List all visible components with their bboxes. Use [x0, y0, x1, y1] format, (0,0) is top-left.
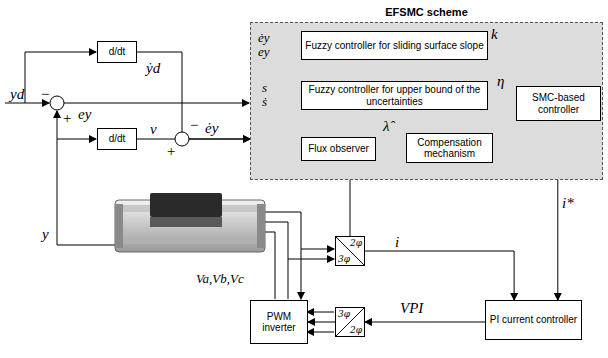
node-text: 3φ — [338, 254, 350, 264]
signal-label: Va,Vb,Vc — [196, 272, 244, 286]
node-text: PWM inverter — [251, 311, 307, 334]
signal-label: − — [189, 117, 199, 134]
transform-box: 3φ2φ — [335, 307, 365, 337]
node-text: 2φ — [350, 325, 362, 335]
node-text: Compensation mechanism — [407, 137, 492, 160]
signal-label: + — [166, 143, 176, 160]
signal-connector — [137, 139, 250, 140]
node-text: SMC-based controller — [517, 92, 600, 115]
signal-label: ėy — [205, 120, 218, 137]
signal-label: yd — [10, 86, 24, 103]
node-text: 2φ — [350, 238, 362, 248]
summing-junction — [50, 96, 64, 110]
efsmc-region: EFSMC schemeFuzzy controller for sliding… — [250, 22, 603, 180]
edge-label: VPI — [400, 300, 423, 317]
edge-label: η — [497, 73, 504, 90]
pwm-inverter-box: PWM inverter — [250, 300, 308, 344]
signal-label: + — [62, 110, 72, 127]
edge-label: i — [395, 234, 399, 251]
node-text: d/dt — [106, 46, 129, 58]
signal-label: s — [262, 81, 267, 95]
edge-label: λ̂ — [383, 118, 390, 135]
node-text: PI current controller — [487, 314, 580, 326]
derivative-block: d/dt — [97, 41, 137, 63]
signal-label: ẏd — [146, 60, 160, 77]
fuzzy-slope-box: Fuzzy controller for sliding surface slo… — [301, 31, 488, 60]
transform-box: 2φ3φ — [335, 236, 365, 266]
signal-connector — [308, 322, 335, 323]
node-text: Fuzzy controller for sliding surface slo… — [302, 40, 486, 52]
compensation-box: Compensation mechanism — [406, 133, 493, 163]
edge-label: i* — [562, 195, 574, 212]
summing-junction — [175, 132, 189, 146]
linear-motor-illustration — [115, 193, 265, 252]
node-text: Flux observer — [305, 143, 372, 155]
signal-connector — [365, 322, 485, 323]
region-heading: EFSMC scheme — [251, 6, 602, 18]
signal-label: y — [42, 226, 49, 243]
fuzzy-bound-box: Fuzzy controller for upper bound of the … — [301, 81, 488, 110]
flux-observer-box: Flux observer — [301, 137, 376, 161]
signal-connector — [137, 52, 250, 139]
node-text: d/dt — [106, 133, 129, 145]
signal-label: − — [40, 86, 50, 103]
signal-label: ėy — [258, 31, 270, 45]
node-text: Fuzzy controller for upper bound of the … — [302, 84, 487, 107]
signal-label: v — [150, 121, 157, 138]
smc-controller-box: SMC-based controller — [516, 86, 601, 121]
signal-label: ṡ — [262, 95, 267, 109]
signal-label: ey — [78, 106, 91, 123]
edge-label: k — [491, 26, 498, 43]
signal-connector — [365, 251, 514, 300]
derivative-block: d/dt — [97, 128, 137, 150]
pi-controller-box: PI current controller — [485, 300, 582, 340]
node-text: 3φ — [338, 309, 350, 319]
signal-label: ey — [258, 45, 270, 59]
